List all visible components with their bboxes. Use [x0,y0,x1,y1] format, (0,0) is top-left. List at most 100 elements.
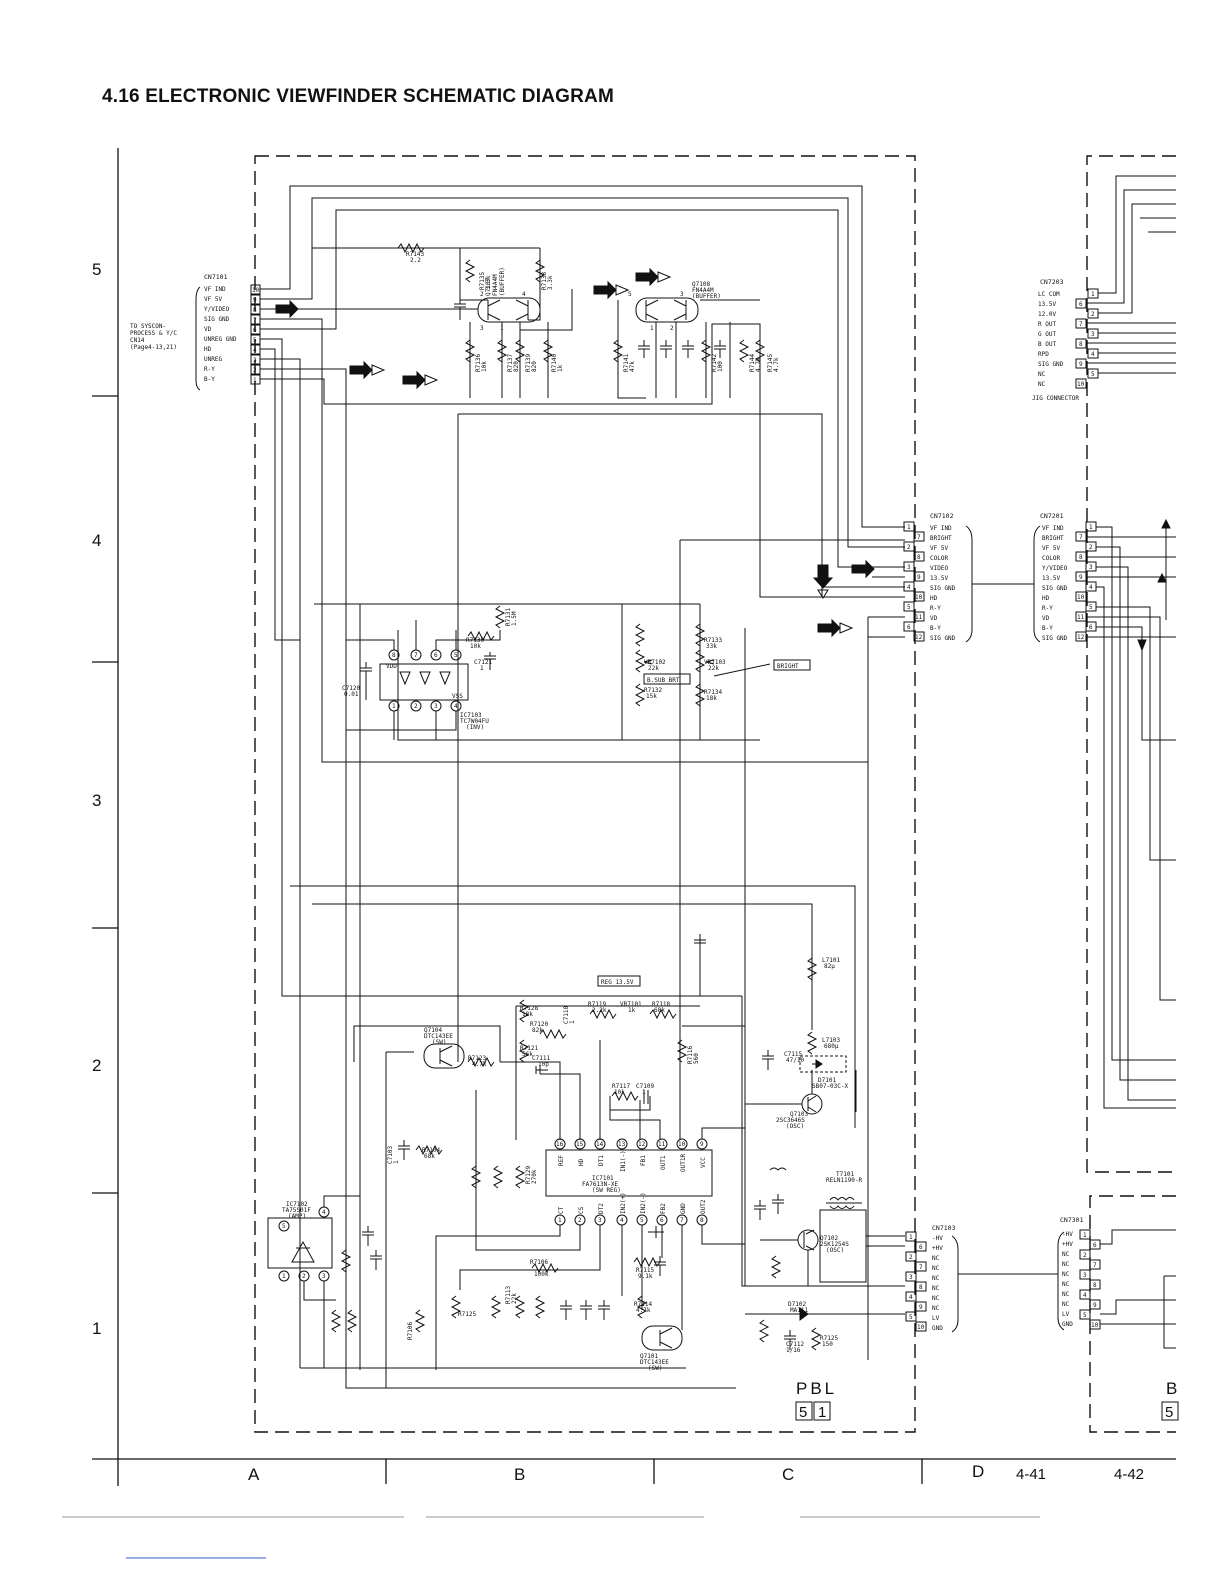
svg-text:SIG GND: SIG GND [930,585,956,592]
svg-text:12.0V: 12.0V [1038,311,1056,318]
svg-text:R7138: R7138 [541,272,548,290]
svg-text:4: 4 [253,347,257,354]
svg-text:6: 6 [1089,624,1093,631]
svg-text:(BUFFER): (BUFFER) [692,293,721,300]
svg-text:68k: 68k [424,1153,435,1160]
svg-text:CN7102: CN7102 [930,512,954,520]
column-label-d: D [972,1462,984,1481]
svg-text:C7112: C7112 [786,1341,804,1348]
svg-text:9: 9 [917,574,921,581]
svg-text:VR7103: VR7103 [704,659,726,666]
svg-text:-HV: -HV [932,1235,943,1242]
svg-text:SB07-03C-X: SB07-03C-X [812,1083,849,1090]
ic7101-sw-reg: 16 15 14 13 12 11 10 9 1 2 3 4 5 6 7 8 R… [435,1090,745,1370]
svg-text:1: 1 [282,1273,286,1280]
svg-text:6: 6 [907,624,911,631]
svg-text:SIG GND: SIG GND [1038,361,1064,368]
svg-text:1k: 1k [557,364,564,372]
svg-text:(OSC): (OSC) [786,1123,804,1130]
svg-text:5: 5 [907,604,911,611]
right-board-outline-bottom [1089,1195,1176,1433]
svg-text:4.7k: 4.7k [636,1307,651,1314]
svg-text:270k: 270k [531,1169,538,1184]
column-label-a: A [248,1465,260,1484]
svg-text:R7137: R7137 [507,354,514,372]
svg-text:12: 12 [915,634,923,641]
svg-text:R7117: R7117 [612,1083,630,1090]
svg-text:9: 9 [253,297,257,304]
svg-text:R7116: R7116 [687,1046,694,1064]
svg-text:4: 4 [909,1294,913,1301]
svg-text:2: 2 [1091,311,1095,318]
svg-text:R7132: R7132 [644,687,662,694]
svg-text:1: 1 [907,524,911,531]
svg-text:(SW REG): (SW REG) [592,1187,621,1194]
svg-text:8: 8 [253,307,257,314]
svg-text:3: 3 [909,1274,913,1281]
svg-text:NC: NC [1062,1281,1070,1288]
svg-text:6: 6 [1079,301,1083,308]
svg-text:CN14: CN14 [130,337,145,344]
svg-text:Y/VIDEO: Y/VIDEO [1042,565,1068,572]
svg-text:7: 7 [1079,534,1083,541]
svg-text:2: 2 [907,544,911,551]
svg-text:R7143: R7143 [406,251,424,258]
svg-text:VSS: VSS [452,693,463,700]
svg-text:GND: GND [680,1203,687,1214]
svg-text:13.5V: 13.5V [1038,301,1056,308]
svg-text:NC: NC [932,1275,940,1282]
svg-text:10: 10 [1077,381,1085,388]
svg-text:VF IND: VF IND [930,525,952,532]
svg-text:1: 1 [569,1020,576,1024]
svg-text:6: 6 [1093,1242,1097,1249]
svg-text:DTC143EE: DTC143EE [640,1359,669,1366]
svg-text:IN1(-): IN1(-) [620,1150,627,1172]
svg-text:REF: REF [558,1155,565,1166]
svg-text:B-Y: B-Y [204,376,215,383]
svg-text:UNREG: UNREG [204,356,222,363]
svg-text:VCC: VCC [700,1157,707,1168]
svg-text:C7115: C7115 [784,1051,802,1058]
svg-text:R7114: R7114 [634,1301,652,1308]
svg-text:R7135: R7135 [479,272,486,290]
svg-text:VR7101: VR7101 [620,1001,642,1008]
svg-text:3: 3 [598,1217,602,1224]
svg-text:6: 6 [919,1244,923,1251]
svg-text:B-Y: B-Y [930,625,941,632]
svg-text:FB1: FB1 [640,1155,647,1166]
svg-text:9.1k: 9.1k [638,1273,653,1280]
svg-text:22k: 22k [708,665,719,672]
svg-text:11: 11 [658,1141,666,1148]
svg-text:5: 5 [1089,604,1093,611]
svg-text:C7103: C7103 [387,1146,394,1164]
svg-text:R7104: R7104 [422,1147,440,1154]
svg-text:R7140: R7140 [551,354,558,372]
svg-text:R7113: R7113 [505,1286,512,1304]
bright-tag: BRIGHT [773,659,811,671]
connector-cn7301: CN7301 -HV +HV NC NC NC NC NC NC LV GND … [1057,1216,1176,1349]
svg-text:IN2(+): IN2(+) [620,1192,627,1214]
section-title: 4.16 ELECTRONIC VIEWFINDER SCHEMATIC DIA… [102,86,614,107]
svg-text:10: 10 [1091,1322,1099,1329]
svg-text:R7142: R7142 [711,354,718,372]
svg-text:10: 10 [1077,594,1085,601]
svg-text:1: 1 [650,325,654,332]
svg-text:Y/VIDEO: Y/VIDEO [204,306,230,313]
svg-text:NC: NC [1038,381,1046,388]
svg-text:VF 5V: VF 5V [930,545,948,552]
svg-text:JIG CONNECTOR: JIG CONNECTOR [1032,395,1079,402]
svg-text:Q7103: Q7103 [790,1111,808,1118]
svg-text:680μ: 680μ [824,1043,839,1050]
svg-text:5: 5 [1091,371,1095,378]
row-label-3: 3 [92,791,101,810]
svg-text:4.7k: 4.7k [472,1061,487,1068]
svg-text:2: 2 [909,1254,913,1261]
svg-text:RPD: RPD [1038,351,1049,358]
svg-text:9: 9 [1079,361,1083,368]
svg-text:IN2(-): IN2(-) [640,1192,647,1214]
page-number-right: 4-42 [1114,1466,1144,1483]
svg-text:2: 2 [302,1273,306,1280]
board-label: PBL 5 1 B 5 [795,1379,1179,1421]
svg-text:3.3k: 3.3k [547,275,554,290]
svg-text:68k: 68k [654,1007,665,1014]
